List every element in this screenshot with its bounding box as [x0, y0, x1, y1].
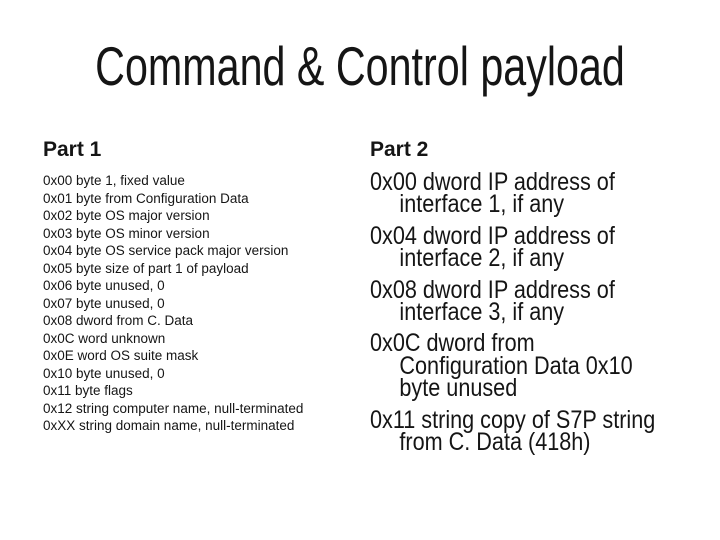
part1-field-line: 0x10 byte unused, 0: [43, 365, 165, 381]
part2-field-line-continuation: Configuration Data 0x10: [399, 351, 633, 380]
part1-field-line: 0x08 dword from C. Data: [43, 313, 194, 328]
part1-field-line: 0x03 byte OS minor version: [43, 225, 210, 241]
part2-field-line-continuation: interface 3, if any: [399, 298, 565, 327]
part2-field-line-continuation: from C. Data (418h): [399, 428, 591, 457]
part2-field-line: 0x08 dword IP address of: [370, 275, 615, 304]
part1-field-line: 0x07 byte unused, 0: [43, 295, 165, 311]
part1-field-line: 0x04 byte OS service pack major version: [43, 243, 289, 258]
part1-field-line: 0x0C word unknown: [43, 330, 166, 346]
part1-field-line: 0x12 string computer name, null-terminat…: [43, 400, 304, 416]
part1-heading: Part 1: [43, 138, 102, 161]
part2-field-line: 0x0C dword from: [370, 329, 535, 358]
part1-column: Part 1 0x00 byte 1, fixed value 0x01 byte…: [43, 138, 353, 435]
part2-field-line: 0x11 string copy of S7P string: [370, 405, 656, 434]
part1-field-line: 0x02 byte OS major version: [43, 208, 210, 223]
part1-field-list: 0x00 byte 1, fixed value 0x01 byte from C…: [43, 172, 353, 435]
part2-field-line-continuation: byte unused: [399, 374, 518, 403]
part1-field-line: 0x05 byte size of part 1 of payload: [43, 260, 249, 276]
part1-field-line: 0x11 byte flags: [43, 383, 133, 398]
slide-title: Command & Control payload: [95, 35, 625, 97]
part1-field-line: 0xXX string domain name, null-terminated: [43, 418, 295, 433]
part1-field-line: 0x0E word OS suite mask: [43, 348, 199, 363]
part2-field-line-continuation: interface 2, if any: [399, 244, 565, 273]
part1-field-line: 0x00 byte 1, fixed value: [43, 173, 185, 188]
part2-field-line-continuation: interface 1, if any: [399, 190, 565, 219]
part2-field-line: 0x04 dword IP address of: [370, 221, 615, 250]
part2-heading: Part 2: [370, 138, 429, 161]
part1-field-line: 0x06 byte unused, 0: [43, 278, 165, 293]
part1-field-line: 0x01 byte from Configuration Data: [43, 190, 249, 206]
part2-field-line: 0x00 dword IP address of: [370, 168, 615, 196]
